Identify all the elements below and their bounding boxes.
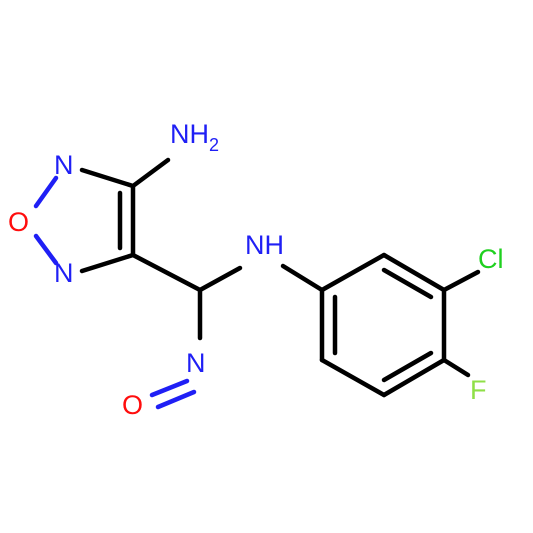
bond-nitroso-double-b: [155, 389, 197, 410]
bond-n2-o1: [33, 175, 59, 209]
nitroso-n-label: N: [186, 348, 206, 378]
bond-c3-nh2: [130, 157, 171, 189]
amine-label: NH2: [170, 119, 219, 155]
bond-nitroso-double-a: [149, 378, 190, 398]
bonds: [33, 157, 481, 410]
amine-label-main: NH: [170, 119, 209, 149]
bond-ar-f: [441, 357, 471, 378]
bond-c4-n5: [79, 252, 136, 274]
bond-ar-c4-c5-double: [381, 350, 434, 383]
amine-label-subscript: 2: [209, 135, 219, 155]
bond-c4-ch: [130, 252, 203, 293]
bond-ar-c1-c2: [319, 252, 387, 293]
chlorine-label: Cl: [478, 244, 504, 274]
linker-nh-label: NH: [245, 230, 284, 260]
bond-ar-c4-c5: [381, 357, 447, 398]
ring-o-label: O: [8, 207, 29, 237]
bond-n5-o1: [33, 233, 59, 266]
bond-ar-c5-c6: [319, 357, 387, 398]
bond-ch-nh: [197, 265, 243, 293]
atom-labels: NH2 N O N NH N O Cl F: [8, 119, 504, 420]
bond-ar-c2-c3-double: [381, 267, 434, 300]
nitroso-o-label: O: [122, 390, 143, 420]
bond-nh-aryl: [280, 263, 325, 293]
ring-n-top-label: N: [54, 150, 74, 180]
bond-ar-cl: [441, 269, 481, 293]
bond-ar-c2-c3: [381, 252, 447, 293]
fluorine-label: F: [470, 375, 487, 405]
bond-c3-n2: [79, 167, 136, 189]
ring-n-bottom-label: N: [54, 258, 74, 288]
